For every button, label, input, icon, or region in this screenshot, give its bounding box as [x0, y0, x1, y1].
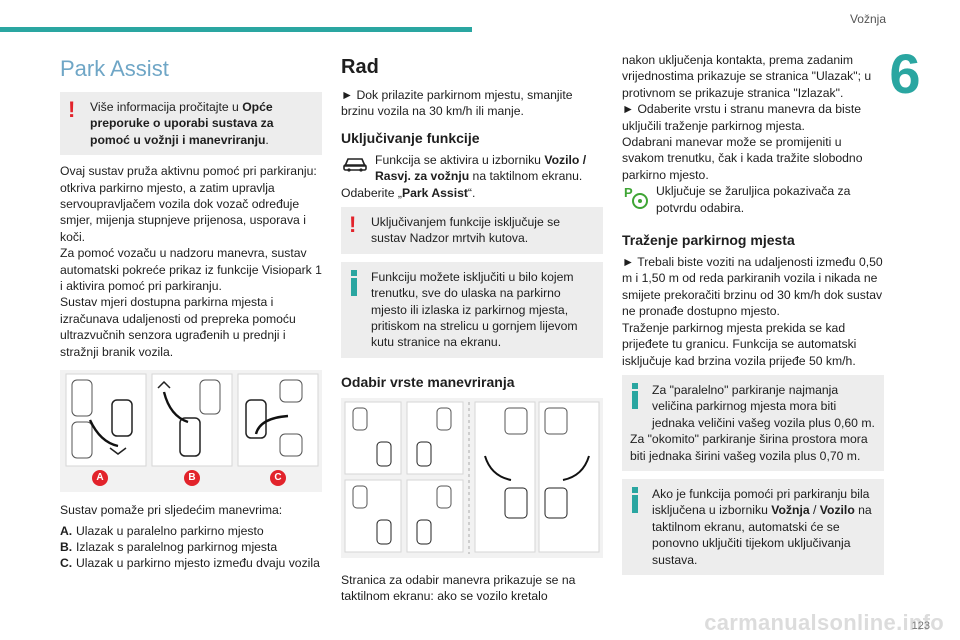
page-title: Park Assist: [60, 56, 169, 81]
maneuver-list: A.Ulazak u paralelno parkirno mjesto B.I…: [60, 523, 322, 572]
section-title: Vožnja: [849, 12, 886, 26]
subheading-search: Traženje parkirnog mjesta: [622, 232, 795, 249]
search-instruction: ► Trebali biste voziti na udaljenosti iz…: [622, 255, 883, 319]
list-item: C.Ulazak u parkirno mjesto između dvaju …: [60, 556, 320, 571]
info-box-space-size: Za "paralelno" parkiranje najmanja velič…: [622, 374, 884, 471]
search-limit-text: Traženje parkirnog mjesta prekida se kad…: [622, 320, 857, 368]
warning-box-blindspot: ! Uključivanjem funkcije isključuje se s…: [341, 207, 603, 254]
default-page-text: nakon uključenja kontakta, prema zadanim…: [622, 53, 872, 100]
list-item: A.Ulazak u paralelno parkirno mjesto: [60, 523, 264, 538]
activation-instruction: Funkcija se aktivira u izborniku Vozilo …: [341, 152, 603, 185]
maneuver-selection-illustration: [341, 397, 603, 558]
badge-b: B: [188, 472, 196, 484]
page-number: 123: [911, 620, 930, 632]
park-assist-lamp-icon: P: [622, 183, 650, 212]
info-box-deactivate: Funkciju možete isključiti u bilo kojem …: [341, 261, 603, 358]
column-1: Park Assist ! Više informacija pročitajt…: [60, 52, 322, 572]
maneuver-selection-diagrams: [344, 401, 600, 554]
info-icon: [630, 382, 642, 409]
approach-instruction: ► Dok prilazite parkirnom mjestu, smanji…: [341, 88, 573, 119]
select-park-assist: Odaberite „Park Assist“.: [341, 185, 476, 200]
selection-page-text: Stranica za odabir manevra prikazuje se …: [341, 572, 576, 604]
warning-exclamation-icon: !: [68, 97, 76, 122]
section-heading-rad: Rad: [341, 56, 379, 78]
select-maneuver-instruction: ► Odaberite vrstu i stranu manevra da bi…: [622, 102, 861, 133]
change-maneuver-text: Odabrani manevar može se promijeniti u s…: [622, 135, 863, 182]
warning-exclamation-icon: !: [349, 212, 357, 238]
intro-paragraph-1: Ovaj sustav pruža aktivnu pomoć pri park…: [60, 164, 317, 244]
car-settings-icon: [343, 158, 367, 172]
info-icon: [630, 486, 642, 513]
svg-text:P: P: [624, 185, 633, 200]
watermark: carmanualsonline.info: [704, 610, 944, 635]
badge-a: A: [96, 472, 104, 484]
maneuvers-intro: Sustav pomaže pri sljedećim manevrima:: [60, 503, 283, 518]
chapter-number: 6: [889, 42, 921, 105]
warning-text: Više informacija pročitajte u Opće prepo…: [90, 100, 274, 147]
maneuver-illustration: A B C: [60, 370, 322, 493]
intro-paragraph-3: Sustav mjeri dostupna parkirna mjesta i …: [60, 295, 296, 359]
column-3: nakon uključenja kontakta, prema zadanim…: [622, 52, 884, 583]
badge-c: C: [274, 472, 282, 484]
intro-paragraph-2: Za pomoć vozaču u nadzoru manevra, susta…: [60, 246, 322, 294]
warning-box: ! Više informacija pročitajte u Opće pre…: [60, 92, 322, 156]
info-icon: [349, 269, 361, 296]
maneuver-diagrams: [65, 373, 319, 487]
header-accent-bar: [0, 27, 472, 32]
subheading-activation: Uključivanje funkcije: [341, 129, 480, 146]
indicator-lamp-line: P Uključuje se žaruljica pokazivača za p…: [622, 183, 851, 215]
column-2: Rad ► Dok prilazite parkirnom mjestu, sm…: [341, 52, 603, 605]
subheading-maneuver-selection: Odabir vrste manevriranja: [341, 373, 515, 390]
list-item: B.Izlazak s paralelnog parkirnog mjesta: [60, 539, 278, 554]
info-box-reactivation: Ako je funkcija pomoći pri parkiranju bi…: [622, 478, 884, 575]
